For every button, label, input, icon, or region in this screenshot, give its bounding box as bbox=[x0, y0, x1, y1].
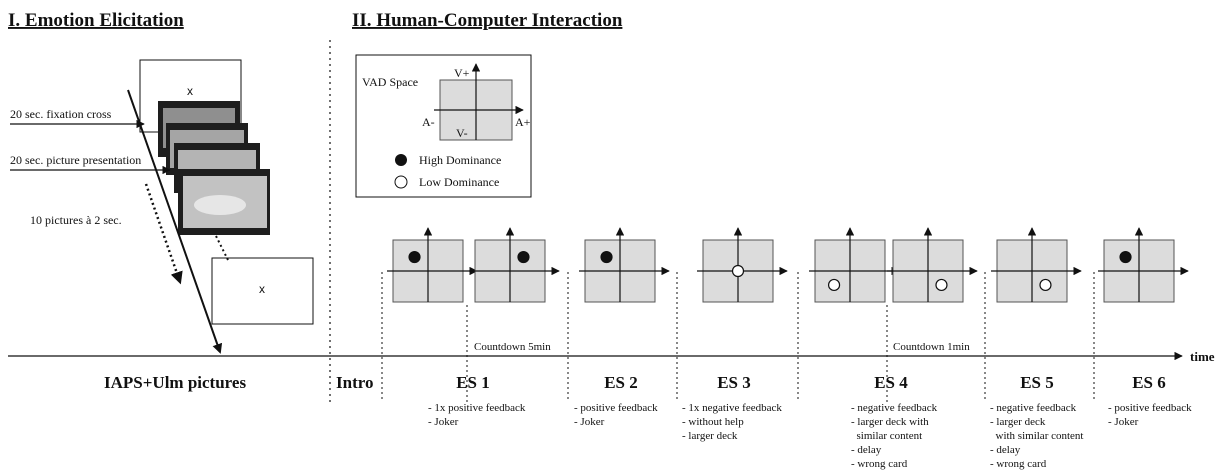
pictures-label: 10 pictures à 2 sec. bbox=[30, 213, 122, 227]
stage-title: ES 1 bbox=[456, 373, 490, 392]
picture-stack bbox=[158, 101, 270, 235]
stage-note: - larger deck bbox=[990, 416, 1046, 428]
fixation-label: 20 sec. fixation cross bbox=[10, 107, 112, 121]
a-plus-label: A+ bbox=[515, 115, 531, 129]
stage-note: - positive feedback bbox=[574, 402, 658, 414]
low-dominance-marker bbox=[731, 264, 745, 278]
stage-note: - negative feedback bbox=[990, 402, 1077, 414]
stage-note: - wrong card bbox=[990, 458, 1047, 470]
sequence-arrow bbox=[127, 89, 223, 354]
iaps-label: IAPS+Ulm pictures bbox=[104, 373, 246, 392]
vad-panel bbox=[991, 227, 1082, 303]
low-dominance-marker bbox=[827, 278, 841, 292]
stage-note: - negative feedback bbox=[851, 402, 938, 414]
high-dominance-marker bbox=[600, 250, 613, 264]
legend-box: VAD Space V+ V- A- A+ High Dominance Low… bbox=[355, 54, 532, 198]
low-dominance-marker bbox=[935, 278, 948, 292]
stage-note: - delay bbox=[851, 444, 882, 456]
stage-note: - without help bbox=[682, 416, 744, 428]
stage-title: ES 2 bbox=[604, 373, 638, 392]
vad-panel bbox=[697, 227, 788, 303]
low-dominance-marker bbox=[1039, 278, 1052, 292]
countdown-1min: Countdown 1min bbox=[893, 341, 970, 353]
fixation-cross-end: x bbox=[259, 282, 265, 296]
pictures-dotted-arrow bbox=[144, 183, 183, 285]
stage-title: ES 3 bbox=[717, 373, 751, 392]
vad-space-label: VAD Space bbox=[362, 75, 418, 89]
vad-panel bbox=[387, 227, 478, 303]
stage-note: similar content bbox=[851, 430, 922, 442]
high-dominance-marker bbox=[1119, 250, 1132, 264]
section1-title: I. Emotion Elicitation bbox=[8, 10, 184, 31]
time-label: time bbox=[1190, 349, 1215, 364]
high-dominance-marker bbox=[517, 250, 530, 264]
a-minus-label: A- bbox=[422, 115, 435, 129]
stage-note: - positive feedback bbox=[1108, 402, 1192, 414]
stage-note: - larger deck with bbox=[851, 416, 929, 428]
vad-panels bbox=[387, 227, 1189, 303]
stage-title: ES 6 bbox=[1132, 373, 1166, 392]
section2-title: II. Human-Computer Interaction bbox=[352, 10, 623, 31]
vad-panel bbox=[809, 227, 900, 303]
stage-note: with similar content bbox=[990, 430, 1083, 442]
stage-note: - wrong card bbox=[851, 458, 908, 470]
high-dominance-marker bbox=[408, 250, 421, 264]
fixation-cross: x bbox=[187, 84, 193, 98]
vad-panel bbox=[469, 227, 560, 303]
stage-note: - Joker bbox=[428, 416, 459, 428]
stage-note: - 1x positive feedback bbox=[428, 402, 526, 414]
fixation-frame-end bbox=[211, 257, 314, 325]
stack-connector bbox=[215, 235, 229, 261]
stage-dividers bbox=[381, 272, 1095, 402]
stage-note: - Joker bbox=[1108, 416, 1139, 428]
stage-note: - delay bbox=[990, 444, 1021, 456]
v-minus-label: V- bbox=[456, 126, 468, 140]
stage-note: - larger deck bbox=[682, 430, 738, 442]
low-dominance-dot bbox=[394, 175, 408, 189]
low-dominance-label: Low Dominance bbox=[419, 175, 499, 189]
v-plus-label: V+ bbox=[454, 66, 470, 80]
stage-labels: ES 1 - 1x positive feedback - Joker ES 2 - p… bbox=[428, 373, 1192, 470]
vad-panel bbox=[1098, 227, 1189, 303]
vad-panel bbox=[579, 227, 670, 303]
stage-note: - Joker bbox=[574, 416, 605, 428]
stage-note: - 1x negative feedback bbox=[682, 402, 782, 414]
picture-label: 20 sec. picture presentation bbox=[10, 153, 141, 167]
countdown-5min: Countdown 5min bbox=[474, 341, 551, 353]
stage-title: ES 4 bbox=[874, 373, 908, 392]
high-dominance-label: High Dominance bbox=[419, 153, 501, 167]
intro-label: Intro bbox=[336, 373, 373, 392]
stage-title: ES 5 bbox=[1020, 373, 1054, 392]
high-dominance-dot bbox=[395, 154, 407, 166]
vad-panel bbox=[887, 227, 978, 303]
